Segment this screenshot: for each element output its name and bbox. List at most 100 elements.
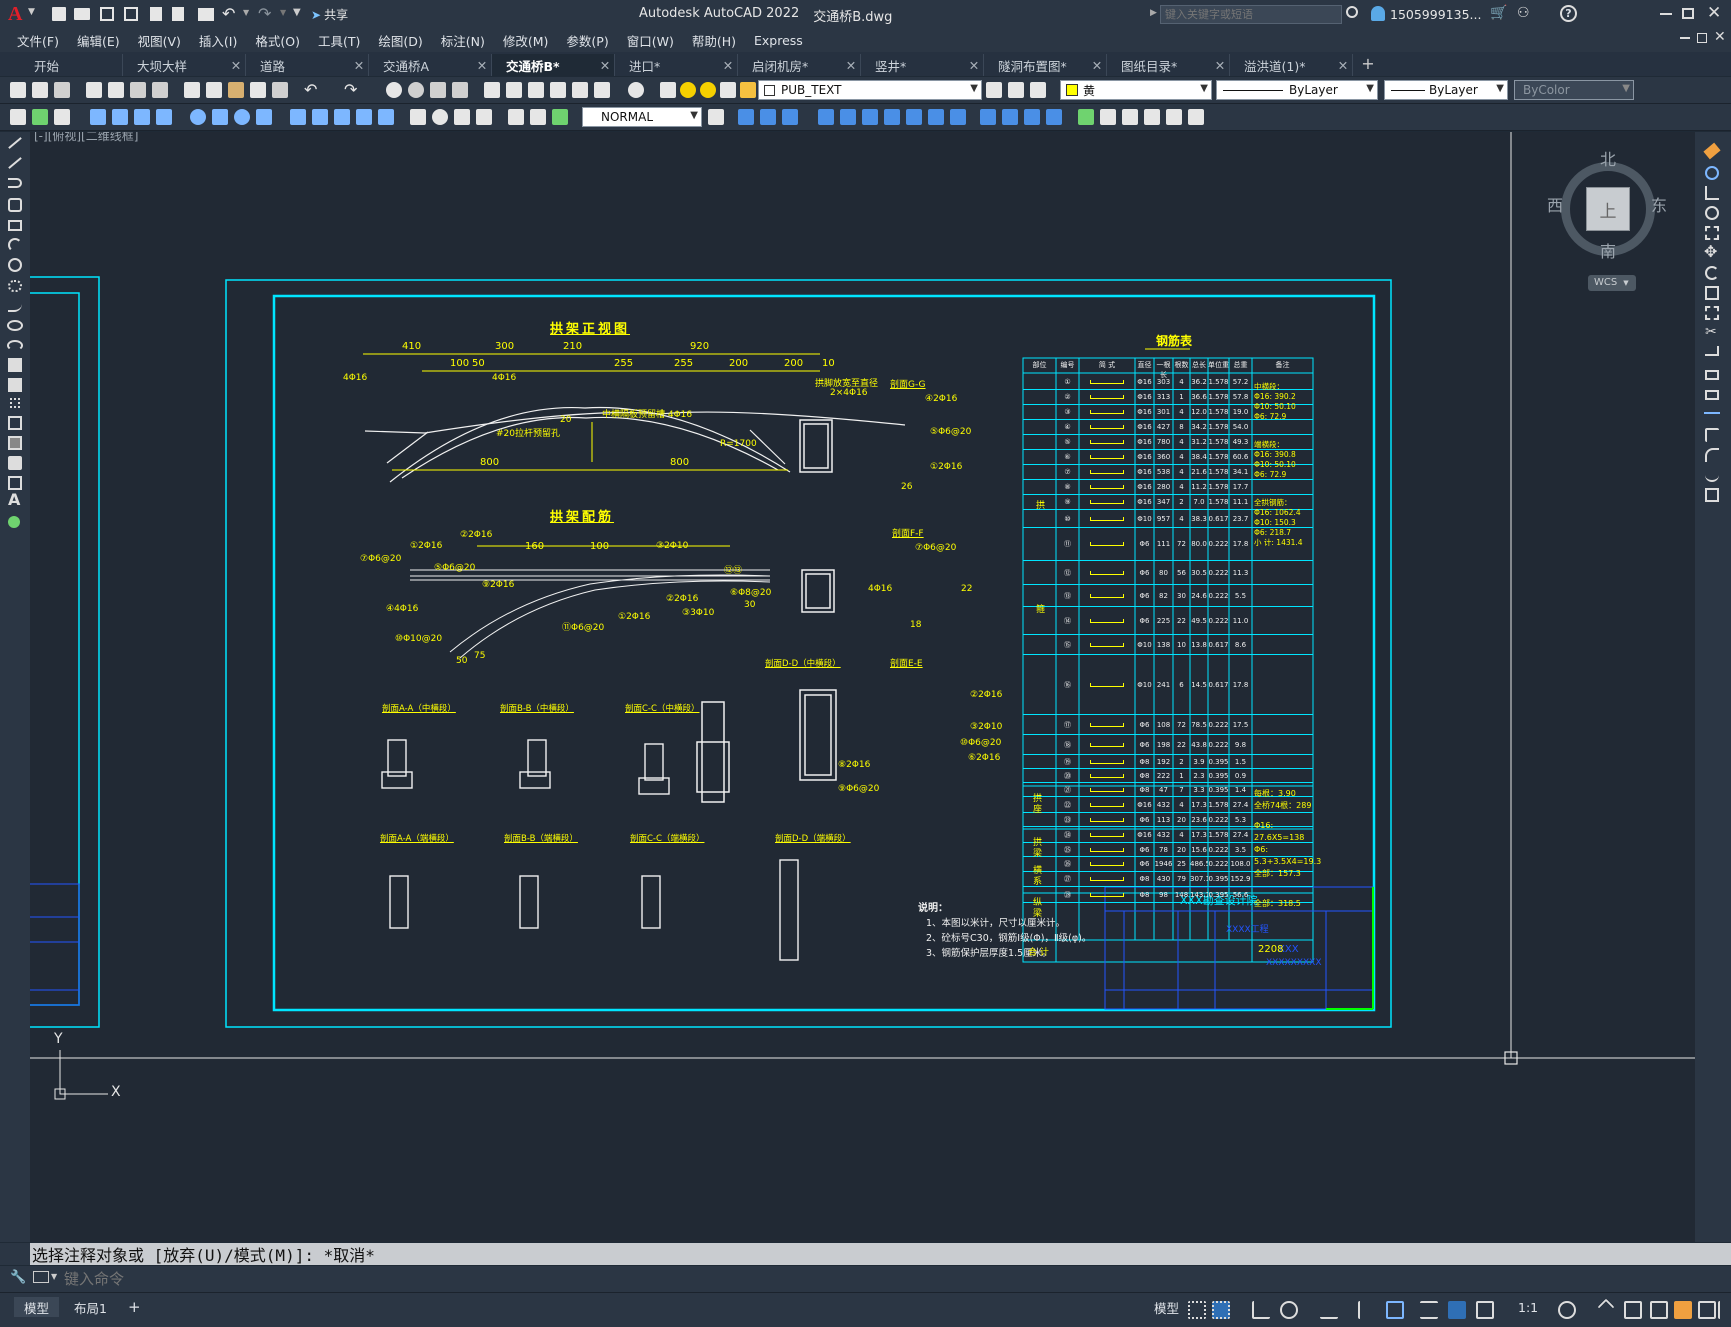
center-mark-icon[interactable] xyxy=(432,109,448,125)
tab-model[interactable]: 模型 xyxy=(14,1297,60,1317)
dim-text-edit-icon[interactable] xyxy=(530,109,546,125)
layer-on-icon[interactable] xyxy=(680,82,696,98)
extend-icon[interactable] xyxy=(950,109,966,125)
undo-icon[interactable]: ↶ xyxy=(304,80,318,99)
isolate-objects-icon[interactable] xyxy=(1674,1301,1692,1319)
construction-line-icon[interactable] xyxy=(8,157,22,169)
sheet-set-icon[interactable] xyxy=(550,82,566,98)
tab-start[interactable]: 开始 xyxy=(0,54,123,76)
menu-insert[interactable]: 插入(I) xyxy=(198,34,238,49)
fillet-icon[interactable] xyxy=(1046,109,1062,125)
break-icon[interactable] xyxy=(1705,390,1719,400)
tab-file-active[interactable]: 交通桥B*✕ xyxy=(492,54,615,76)
array-icon[interactable] xyxy=(1705,226,1719,240)
model-space-button[interactable]: 模型 xyxy=(1154,1300,1180,1316)
dim-ordinate-icon[interactable] xyxy=(156,109,172,125)
menu-format[interactable]: 格式(O) xyxy=(255,34,300,49)
mtext-icon[interactable]: A xyxy=(8,490,21,509)
menu-draw[interactable]: 绘图(D) xyxy=(378,34,423,49)
command-prompt-dropdown-icon[interactable]: ▼ xyxy=(51,1272,58,1281)
layer-states-icon[interactable] xyxy=(1030,82,1046,98)
rotate-icon[interactable] xyxy=(1705,266,1719,280)
close-icon[interactable]: ✕ xyxy=(476,57,488,73)
region-icon[interactable] xyxy=(8,456,22,470)
grid-icon[interactable] xyxy=(1188,1301,1206,1319)
zoom-window-icon[interactable] xyxy=(430,82,446,98)
draworder-text-icon[interactable] xyxy=(1166,109,1182,125)
quick-properties-icon[interactable] xyxy=(1650,1301,1668,1319)
layer-dropdown[interactable]: PUB_TEXT▼ xyxy=(758,80,982,100)
mirror-icon[interactable] xyxy=(760,109,776,125)
dim-linear-icon[interactable] xyxy=(90,109,106,125)
gradient-icon[interactable] xyxy=(8,436,22,450)
scale-icon[interactable] xyxy=(884,109,900,125)
app-menu-chevron-icon[interactable]: ▼ xyxy=(28,7,35,17)
menu-window[interactable]: 窗口(W) xyxy=(626,34,674,49)
tab-file[interactable]: 图纸目录*✕ xyxy=(1107,54,1230,76)
publish-icon[interactable] xyxy=(130,82,146,98)
undo-icon[interactable]: ↶ xyxy=(222,4,236,23)
help-icon[interactable] xyxy=(628,82,644,98)
customize-icon[interactable]: 🔧 xyxy=(10,1270,27,1285)
block-editor-icon[interactable] xyxy=(272,82,288,98)
search-icon[interactable] xyxy=(1346,6,1358,18)
menu-parametric[interactable]: 参数(P) xyxy=(566,34,609,49)
tab-file[interactable]: 道路✕ xyxy=(246,54,369,76)
osnap-icon[interactable] xyxy=(1386,1301,1404,1319)
cart-icon[interactable]: 🛒 xyxy=(1490,5,1508,21)
tab-file[interactable]: 竖井*✕ xyxy=(861,54,984,76)
redo-dropdown-icon[interactable]: ▼ xyxy=(280,8,287,17)
paste-icon[interactable] xyxy=(228,82,244,98)
extend-icon[interactable] xyxy=(1705,346,1719,356)
close-icon[interactable]: ✕ xyxy=(722,57,734,73)
annotation-autoscale-icon[interactable] xyxy=(1476,1301,1494,1319)
open-icon[interactable] xyxy=(32,82,48,98)
dim-style-icon[interactable] xyxy=(708,109,724,125)
join-icon[interactable] xyxy=(1704,412,1720,414)
tab-file[interactable]: 大坝大样✕ xyxy=(123,54,246,76)
plot-icon[interactable] xyxy=(198,8,214,21)
close-icon[interactable]: ✕ xyxy=(1091,57,1103,73)
inspection-icon[interactable] xyxy=(454,109,470,125)
dim-radius-icon[interactable] xyxy=(190,109,206,125)
close-icon[interactable]: ✕ xyxy=(599,57,611,73)
make-block-icon[interactable] xyxy=(8,378,22,392)
close-icon[interactable]: ✕ xyxy=(968,57,980,73)
design-center-icon[interactable] xyxy=(506,82,522,98)
add-layout-button[interactable]: + xyxy=(128,1298,141,1316)
user-account[interactable]: 1505999135... xyxy=(1390,7,1482,22)
move-icon[interactable] xyxy=(840,109,856,125)
array-icon[interactable] xyxy=(818,109,834,125)
workspace-gear-icon[interactable] xyxy=(1558,1301,1576,1319)
stretch-icon[interactable] xyxy=(1705,306,1719,320)
revcloud-icon[interactable] xyxy=(8,280,22,292)
redo-icon[interactable]: ↷ xyxy=(258,4,272,23)
spline-icon[interactable] xyxy=(8,300,22,312)
layer-iso-icon[interactable] xyxy=(10,109,26,125)
a360-icon[interactable]: ⚇ xyxy=(1517,5,1530,21)
scale-icon[interactable] xyxy=(1705,286,1719,300)
new-tab-button[interactable]: + xyxy=(1361,54,1375,73)
layer-walk-icon[interactable] xyxy=(54,109,70,125)
viewcube-south[interactable]: 南 xyxy=(1600,242,1617,261)
ortho-icon[interactable] xyxy=(1252,1301,1270,1319)
close-icon[interactable]: ✕ xyxy=(230,57,242,73)
annotation-visibility-icon[interactable] xyxy=(1448,1301,1466,1319)
dim-arc-icon[interactable] xyxy=(134,109,150,125)
blend-icon[interactable] xyxy=(1705,468,1719,482)
dim-update-icon[interactable] xyxy=(552,109,568,125)
trim-icon[interactable]: ✂ xyxy=(1705,324,1717,340)
explode-icon[interactable] xyxy=(1705,488,1719,502)
undo-dropdown-icon[interactable]: ▼ xyxy=(243,8,250,17)
polar-icon[interactable] xyxy=(1280,1301,1298,1319)
close-icon[interactable]: ✕ xyxy=(353,57,365,73)
point-icon[interactable] xyxy=(10,398,20,408)
chamfer-icon[interactable] xyxy=(1024,109,1040,125)
polygon-icon[interactable] xyxy=(8,198,22,212)
trim-icon[interactable] xyxy=(928,109,944,125)
dim-edit-icon[interactable] xyxy=(508,109,524,125)
zoom-previous-icon[interactable] xyxy=(452,82,468,98)
save-as-icon[interactable] xyxy=(124,7,138,21)
quickcalc-icon[interactable] xyxy=(594,82,610,98)
close-icon[interactable]: ✕ xyxy=(1337,57,1349,73)
